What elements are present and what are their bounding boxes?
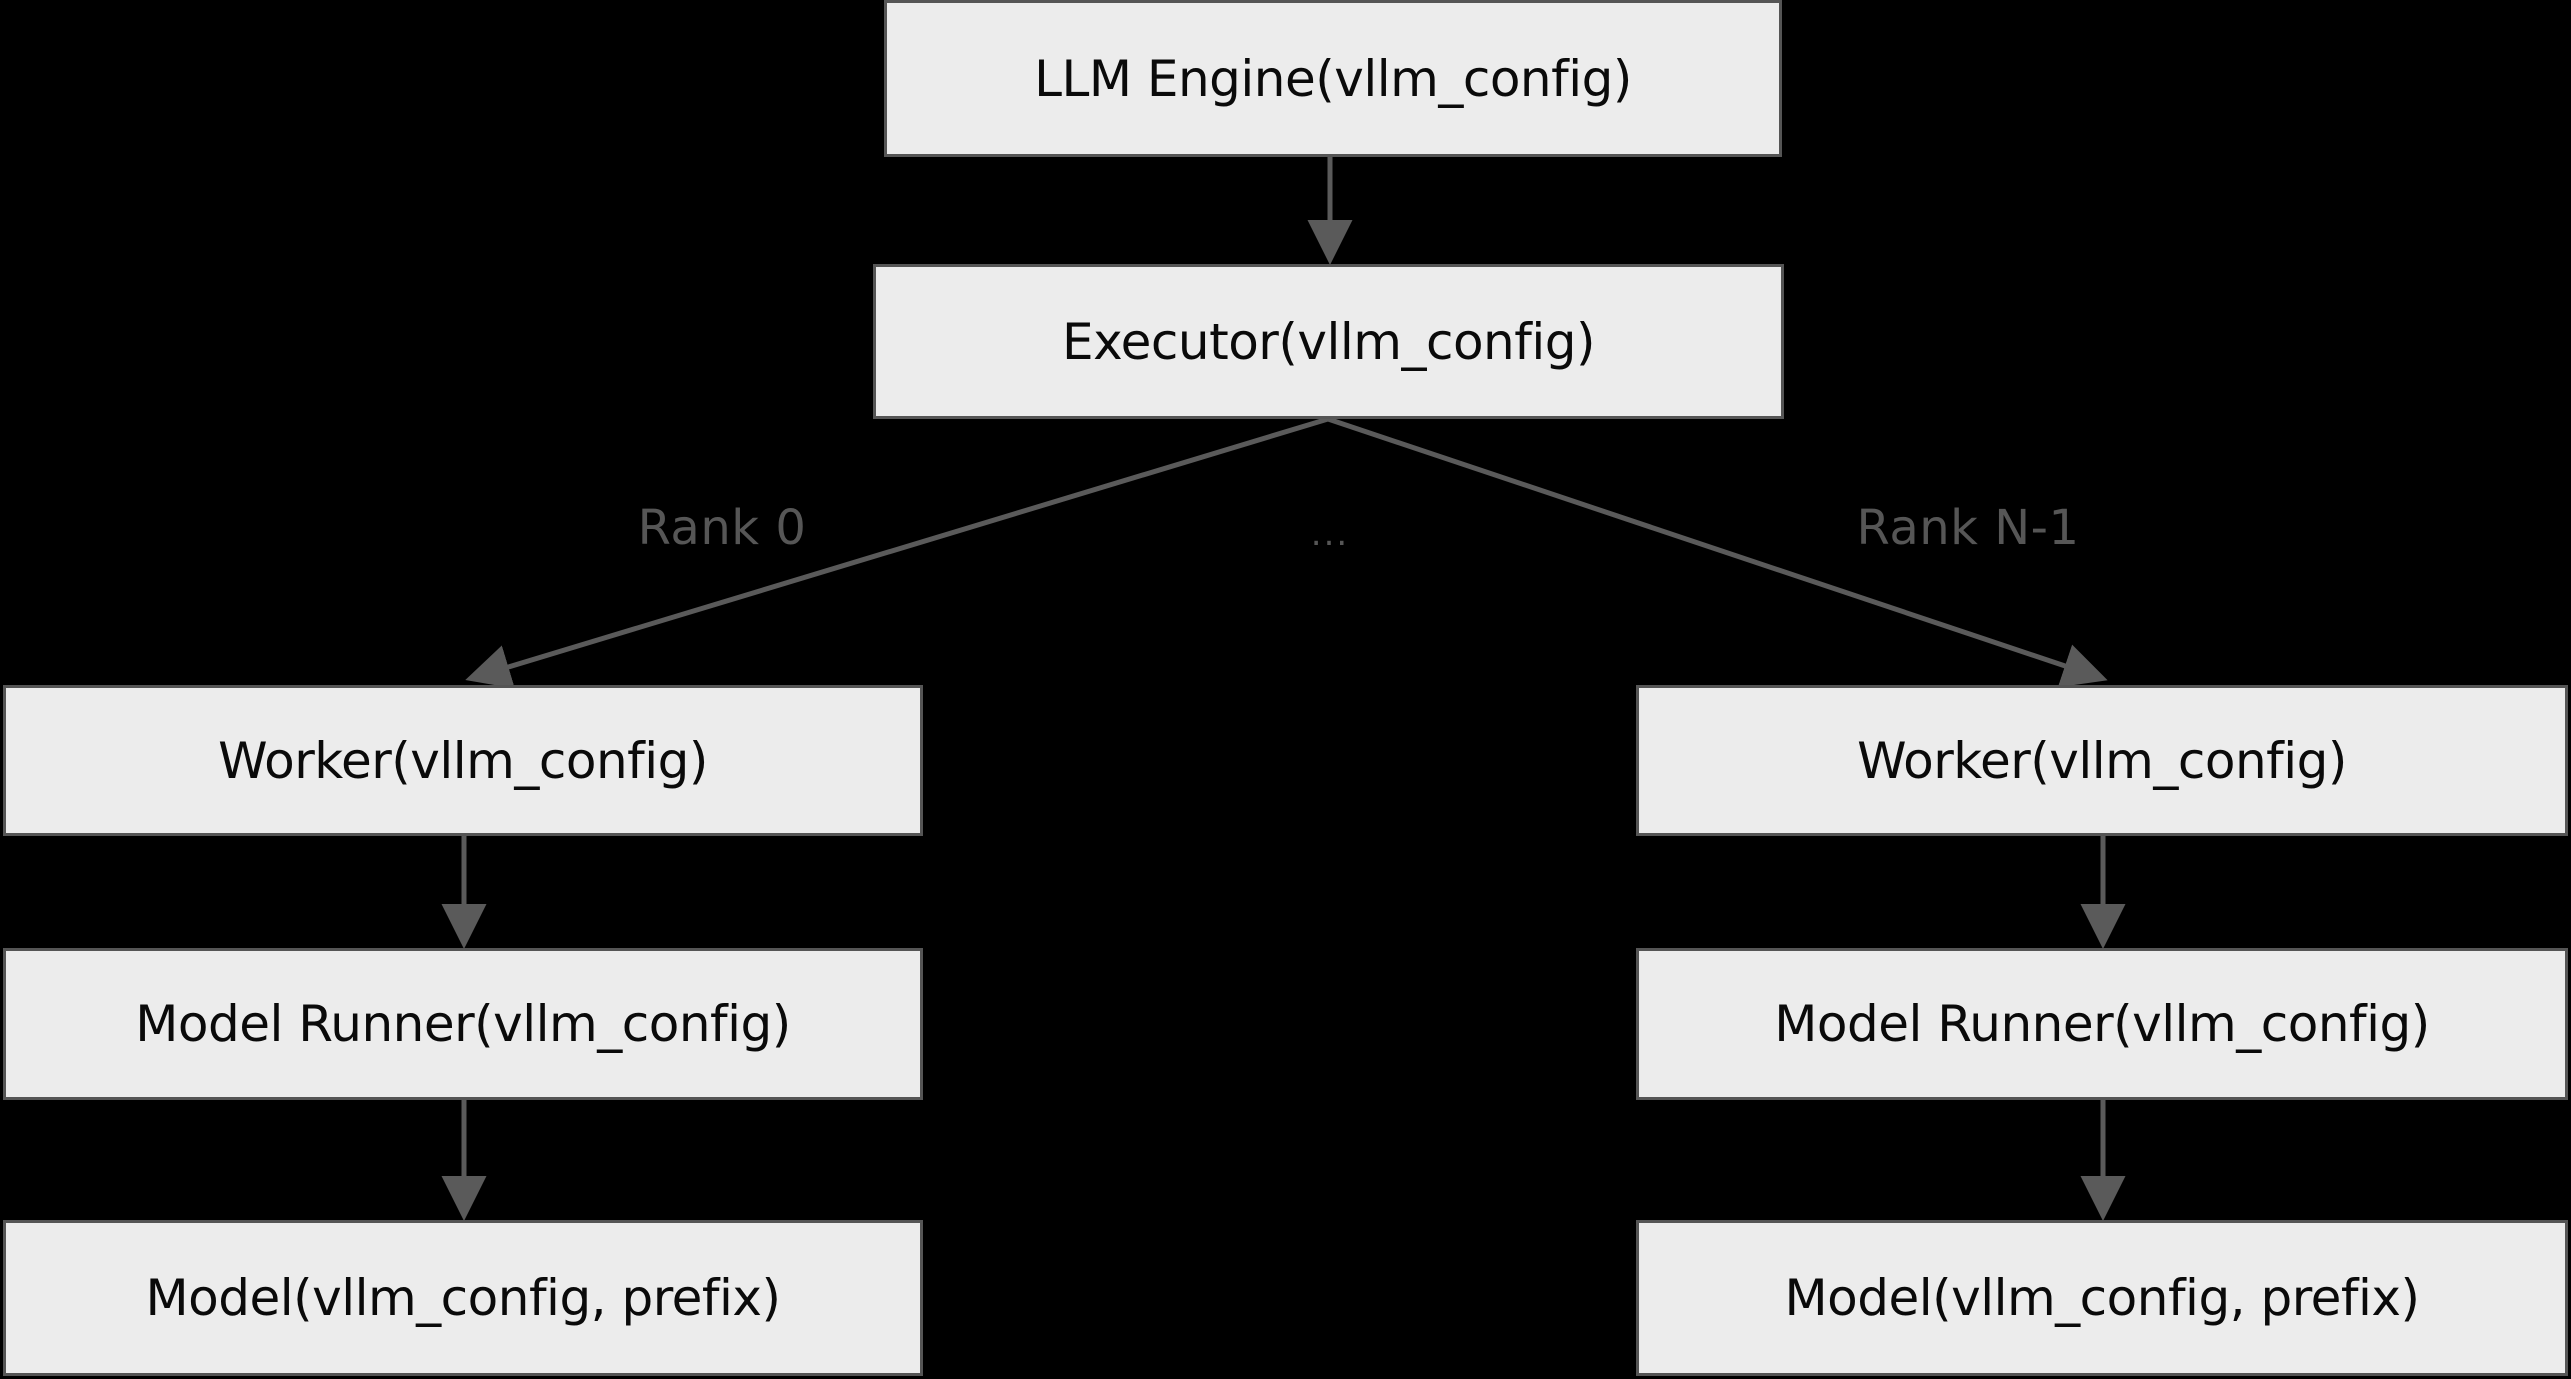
node-worker-rankn[interactable]: Worker(vllm_config) <box>1636 685 2568 836</box>
node-model-runner-rank0-label: Model Runner(vllm_config) <box>135 995 791 1053</box>
node-model-rankn[interactable]: Model(vllm_config, prefix) <box>1636 1220 2568 1376</box>
node-model-rank0-label: Model(vllm_config, prefix) <box>145 1269 781 1327</box>
node-worker-rankn-label: Worker(vllm_config) <box>1857 731 2347 790</box>
node-executor[interactable]: Executor(vllm_config) <box>873 264 1784 419</box>
node-worker-rank0[interactable]: Worker(vllm_config) <box>3 685 923 836</box>
node-executor-label: Executor(vllm_config) <box>1062 312 1595 371</box>
node-model-runner-rank0[interactable]: Model Runner(vllm_config) <box>3 948 923 1100</box>
edge-label-rank-n-1: Rank N-1 <box>1856 500 2080 556</box>
node-llm-engine[interactable]: LLM Engine(vllm_config) <box>884 0 1782 157</box>
edge-executor-to-worker-rank0 <box>465 416 1329 689</box>
edge-label-rank-0: Rank 0 <box>637 500 807 556</box>
edge-label-ellipsis: ... <box>1310 514 1350 554</box>
node-worker-rank0-label: Worker(vllm_config) <box>218 731 708 790</box>
node-model-runner-rankn[interactable]: Model Runner(vllm_config) <box>1636 948 2568 1100</box>
node-model-rank0[interactable]: Model(vllm_config, prefix) <box>3 1220 923 1376</box>
node-llm-engine-label: LLM Engine(vllm_config) <box>1034 49 1632 108</box>
node-model-runner-rankn-label: Model Runner(vllm_config) <box>1774 995 2430 1053</box>
node-model-rankn-label: Model(vllm_config, prefix) <box>1784 1269 2420 1327</box>
